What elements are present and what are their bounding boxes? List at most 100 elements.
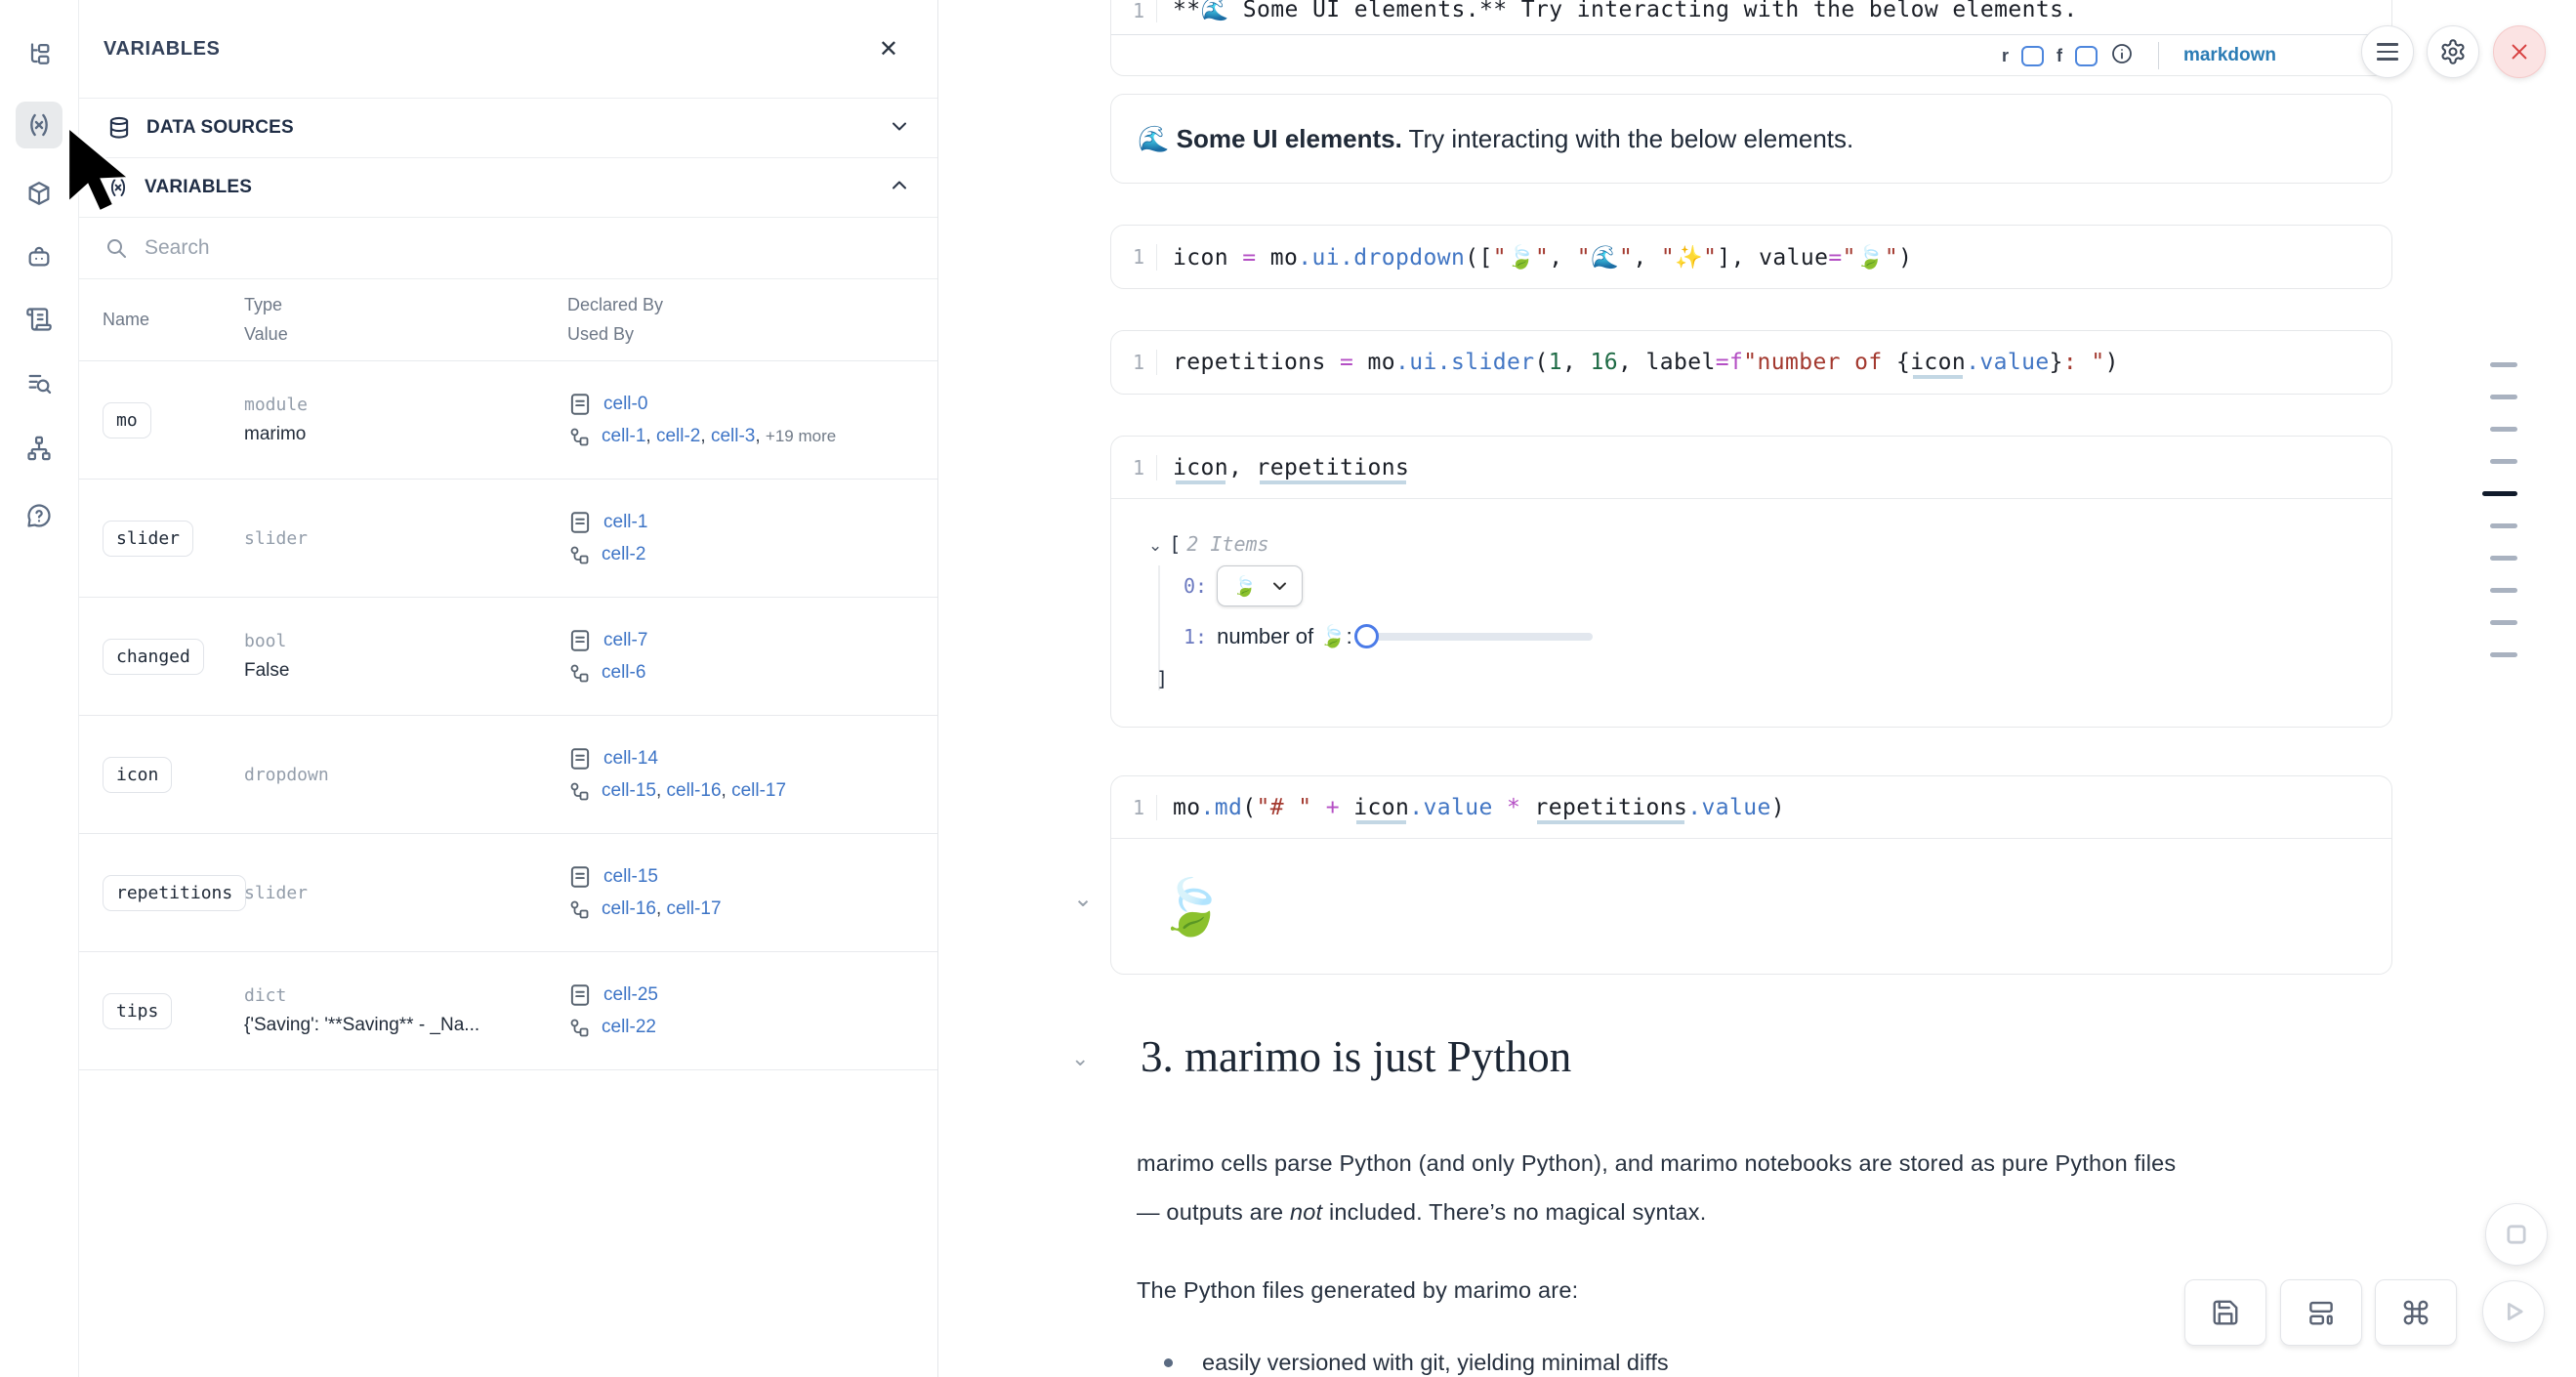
variable-name-badge[interactable]: mo — [103, 401, 151, 438]
code-cell-tuple[interactable]: 1 icon, repetitions ⌄[2 Items 0: 🍃 — [1110, 436, 2392, 728]
chevron-up-icon[interactable] — [891, 179, 908, 197]
variable-name-badge[interactable]: tips — [103, 992, 173, 1029]
cell-link[interactable]: cell-2 — [655, 426, 701, 446]
used-by-links: cell-2 — [602, 544, 645, 565]
cell-link[interactable]: cell-15 — [602, 780, 656, 801]
dependency-graph-icon[interactable] — [16, 425, 62, 472]
variable-name-badge[interactable]: slider — [103, 520, 194, 557]
slider-label: number of 🍃: — [1217, 624, 1352, 648]
logs-icon[interactable] — [16, 359, 62, 406]
code-line[interactable]: mo.md("# " + icon.value * repetitions.va… — [1156, 794, 2391, 820]
cell-link[interactable]: cell-3 — [710, 426, 756, 446]
layout-icon — [2309, 1301, 2333, 1325]
section-collapse-chevron-icon[interactable]: ⌄ — [1071, 1047, 1090, 1071]
section-heading: 3. marimo is just Python — [1141, 1032, 1572, 1081]
chevron-down-icon[interactable] — [891, 119, 908, 138]
stop-button[interactable] — [2485, 1203, 2548, 1266]
code-line[interactable]: icon, repetitions — [1156, 454, 2391, 480]
code-cell-dropdown[interactable]: 1 icon = mo.ui.dropdown(["🍃", "🌊", "✨"],… — [1110, 225, 2392, 289]
minimap-cell-marker[interactable] — [2490, 652, 2517, 657]
minimap-cell-marker[interactable] — [2490, 588, 2517, 593]
format-toggle-checkbox[interactable] — [2074, 45, 2098, 66]
packages-icon[interactable] — [16, 170, 62, 217]
variable-name-badge[interactable]: icon — [103, 756, 173, 793]
reactive-toggle-checkbox[interactable] — [2020, 45, 2044, 66]
cell-link[interactable]: cell-22 — [602, 1017, 656, 1037]
help-icon[interactable] — [16, 492, 62, 539]
minimap-cell-marker[interactable] — [2490, 395, 2517, 399]
cell-link[interactable]: cell-7 — [603, 630, 648, 650]
notebook-area: 1 **🌊 Some UI elements.** Try interactin… — [938, 0, 2576, 1377]
variable-type: bool — [244, 631, 287, 651]
tree-index: 0: — [1184, 574, 1208, 598]
settings-button[interactable] — [2427, 25, 2479, 78]
cell-link[interactable]: cell-25 — [603, 984, 658, 1005]
shutdown-button[interactable] — [2493, 25, 2546, 78]
variables-section[interactable]: VARIABLES — [79, 158, 937, 218]
dropdown-widget[interactable]: 🍃 — [1217, 565, 1303, 606]
cell-link[interactable]: cell-16 — [602, 898, 656, 919]
minimap-cell-marker[interactable] — [2482, 491, 2517, 496]
cell-link[interactable]: cell-1 — [602, 426, 646, 446]
col-header-name: Name — [103, 310, 150, 329]
variable-row: slider slider cell-1 cell-2 — [79, 480, 937, 598]
run-button[interactable] — [2482, 1280, 2545, 1343]
minimap-cell-marker[interactable] — [2490, 523, 2517, 528]
snippets-icon[interactable] — [16, 296, 62, 343]
cell-link[interactable]: cell-17 — [731, 780, 787, 801]
code-line[interactable]: icon = mo.ui.dropdown(["🍃", "🌊", "✨"], v… — [1156, 243, 2391, 271]
layout-toggle-button[interactable] — [2280, 1279, 2362, 1346]
cell-link[interactable]: cell-17 — [666, 898, 722, 919]
cell-link[interactable]: cell-6 — [602, 662, 646, 683]
tree-close-bracket: ] — [1156, 667, 1169, 690]
notebook-menu-button[interactable] — [2361, 25, 2414, 78]
paragraph-2: The Python files generated by marimo are… — [1137, 1277, 1579, 1303]
variable-name-badge[interactable]: repetitions — [103, 874, 247, 911]
declared-by-cell-icon — [570, 984, 590, 1006]
cell-link[interactable]: cell-14 — [603, 748, 658, 769]
cell-link[interactable]: cell-1 — [603, 512, 648, 532]
minimap-cell-marker[interactable] — [2490, 427, 2517, 432]
command-palette-button[interactable] — [2375, 1279, 2457, 1346]
gear-icon — [2441, 39, 2465, 64]
minimap-cell-marker[interactable] — [2490, 620, 2517, 625]
minimap-cell-marker[interactable] — [2490, 459, 2517, 464]
variables-table-body: mo module marimo cell-0 cell-1, cell-2, … — [79, 361, 937, 1070]
cell-language-label[interactable]: markdown — [2182, 45, 2276, 65]
paragraph-1-line-2-end: included. There’s no magical syntax. — [1322, 1199, 1707, 1225]
variables-panel-icon[interactable] — [16, 102, 62, 148]
close-icon[interactable]: ✕ — [878, 35, 898, 63]
info-icon[interactable] — [2110, 42, 2134, 70]
search-input[interactable] — [145, 236, 912, 260]
save-button[interactable] — [2184, 1279, 2266, 1346]
ai-assistant-icon[interactable] — [16, 232, 62, 279]
cell-link[interactable]: cell-16 — [666, 780, 722, 801]
code-cell-slider[interactable]: 1 repetitions = mo.ui.slider(1, 16, labe… — [1110, 330, 2392, 395]
dropdown-value: 🍃 — [1232, 574, 1257, 598]
cell-link[interactable]: cell-2 — [602, 544, 646, 564]
line-number: 1 — [1132, 245, 1144, 269]
slider-thumb[interactable] — [1353, 624, 1379, 648]
declared-by-links: cell-0 — [603, 394, 647, 415]
file-explorer-icon[interactable] — [16, 31, 62, 78]
declared-by-cell-icon — [570, 866, 590, 888]
markdown-source[interactable]: **🌊 Some UI elements.** Try interacting … — [1156, 0, 2391, 22]
data-sources-label: DATA SOURCES — [146, 117, 294, 138]
code-cell-md[interactable]: 1 mo.md("# " + icon.value * repetitions.… — [1110, 775, 2392, 975]
intro-bold-text: 🌊 Some UI elements. — [1138, 123, 1402, 153]
data-sources-section[interactable]: DATA SOURCES — [79, 99, 937, 158]
code-line[interactable]: repetitions = mo.ui.slider(1, 16, label=… — [1156, 350, 2391, 375]
cell-link[interactable]: cell-0 — [603, 394, 648, 414]
minimap-cell-marker[interactable] — [2490, 362, 2517, 367]
tree-collapse-icon[interactable]: ⌄ — [1148, 536, 1163, 556]
cell-link[interactable]: cell-15 — [603, 866, 658, 887]
chevron-down-icon — [1273, 582, 1286, 590]
col-header-declared-by: Declared By — [567, 295, 664, 314]
paragraph-1: marimo cells parse Python (and only Pyth… — [1137, 1139, 2387, 1236]
output-collapse-chevron-icon[interactable]: ⌄ — [1073, 885, 1094, 912]
slider-widget[interactable] — [1353, 624, 1593, 648]
more-cells-label[interactable]: +19 more — [765, 427, 837, 445]
minimap-cell-marker[interactable] — [2490, 556, 2517, 561]
variable-name-badge[interactable]: changed — [103, 638, 204, 675]
